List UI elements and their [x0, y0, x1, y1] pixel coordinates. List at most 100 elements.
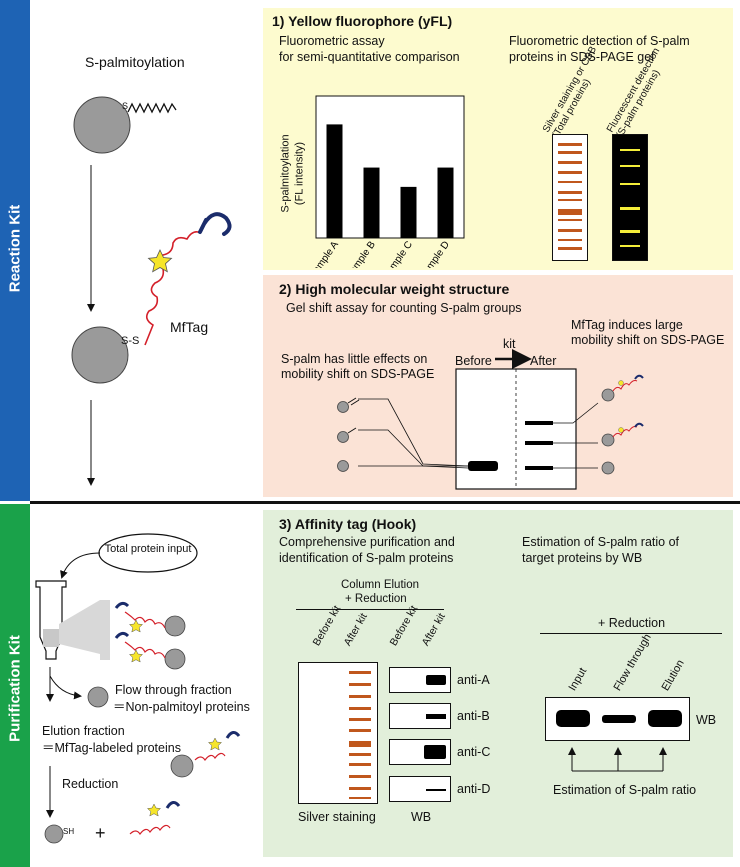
- panel3-subtitle1: Comprehensive purification and: [279, 535, 455, 549]
- ylabel-line2: (FL intensity): [293, 141, 306, 206]
- panel1-subtitle2: for semi-quantitative comparison: [279, 50, 460, 64]
- gel-band: [349, 707, 371, 710]
- hook-icon: [114, 601, 130, 609]
- gel-band: [558, 191, 582, 194]
- panel3-right-title1: Estimation of S-palm ratio of: [522, 535, 680, 549]
- mftag-label: MfTag: [170, 319, 209, 335]
- protein-circle: [87, 686, 109, 708]
- hook-icon: [198, 212, 232, 236]
- hook-icon: [634, 422, 644, 428]
- panel1-right-title2: proteins in SDS-PAGE gel: [509, 50, 654, 64]
- gel-band: [349, 763, 371, 766]
- panel1-right-title1: Fluorometric detection of S-palm: [509, 34, 690, 48]
- tick-label-sample-d: Sample D: [418, 239, 452, 268]
- right-note-line1: MfTag induces large: [571, 318, 683, 332]
- gel-band: [349, 753, 371, 756]
- panel2-subtitle: Gel shift assay for counting S-palm grou…: [286, 301, 522, 315]
- wb-label-right: WB: [696, 713, 717, 727]
- total-protein-label: Total protein input: [104, 543, 192, 555]
- reaction-kit-sidebar: Reaction Kit: [0, 0, 30, 501]
- reaction-scheme: [71, 96, 232, 486]
- reduction-label-left: Reduction: [62, 777, 119, 791]
- gel-band: [558, 143, 582, 146]
- column-elution-line1: Column Elution: [341, 579, 419, 591]
- purification-kit-sidebar: Purification Kit: [0, 504, 30, 867]
- hook-icon: [165, 801, 181, 809]
- bar-sample-b: [363, 167, 380, 238]
- antibody-a: anti-A: [457, 673, 490, 687]
- after-label: After: [530, 354, 557, 368]
- wb-strip-d: [389, 776, 451, 802]
- column-icon: [35, 580, 67, 660]
- gel-band: [558, 219, 582, 221]
- panel3-title: 3) Affinity tag (Hook): [279, 516, 417, 532]
- tick-label-sample-a: Sample A: [307, 239, 341, 268]
- wb-label-left: WB: [411, 810, 432, 824]
- gel-band: [558, 247, 582, 250]
- gel-band: [620, 230, 640, 233]
- flow-through-line2: ＝Non-palmitoyl proteins: [113, 700, 250, 714]
- fluorescent-gel: [612, 134, 648, 261]
- before-label: Before: [455, 354, 492, 368]
- elution-line1: Elution fraction: [42, 724, 125, 738]
- gel-band: [620, 149, 640, 151]
- tick-label-sample-c: Sample C: [381, 239, 415, 268]
- gel-band: [620, 165, 640, 167]
- gel-band: [558, 199, 582, 201]
- panel1-subtitle1: Fluorometric assay: [279, 34, 385, 48]
- star-icon: [128, 619, 144, 633]
- hook-icon: [114, 631, 130, 639]
- left-note-line1: S-palm has little effects on: [281, 352, 428, 366]
- bar-sample-c: [400, 186, 417, 238]
- column-elution-rule: [296, 609, 444, 610]
- star-icon: [207, 737, 223, 751]
- right-note-line2: mobility shift on SDS-PAGE: [571, 333, 725, 347]
- gel-band: [349, 787, 371, 790]
- panel1-title: 1) Yellow fluorophore (yFL): [272, 13, 453, 29]
- star-icon: [147, 249, 173, 273]
- palmitoyl-chain: [127, 102, 177, 114]
- purification-kit-label: Purification Kit: [6, 635, 24, 742]
- estimation-arrows: [568, 747, 667, 772]
- gel-band: [349, 741, 371, 747]
- gel-band: [620, 207, 640, 210]
- bar-sample-d: [437, 167, 454, 238]
- hook-icon: [634, 374, 644, 380]
- panel3-subtitle2: identification of S-palm proteins: [279, 551, 454, 565]
- antibody-d: anti-D: [457, 782, 491, 796]
- tick-label-sample-b: Sample B: [344, 239, 378, 268]
- gel-band: [558, 229, 582, 232]
- protein-circle: [44, 824, 64, 844]
- estimation-label: Estimation of S-palm ratio: [553, 783, 697, 797]
- silver-stain-gel: [552, 134, 588, 261]
- reaction-kit-label: Reaction Kit: [6, 204, 24, 293]
- section-divider: [30, 501, 740, 504]
- gel-band: [558, 209, 582, 215]
- gel-band: [620, 245, 640, 247]
- gel-band: [349, 695, 371, 698]
- wb-strip-a: [389, 667, 451, 693]
- wb-ratio-gel: [545, 697, 690, 741]
- gel-band: [349, 718, 371, 721]
- panel3-right-title2: target proteins by WB: [522, 551, 643, 565]
- gel-band: [349, 775, 371, 778]
- bar-sample-a: [326, 124, 343, 238]
- gel-band: [349, 671, 371, 674]
- column-elution-line2: + Reduction: [345, 593, 407, 605]
- s-palmitoylation-label: S-palmitoylation: [85, 54, 185, 70]
- ss-bond-label: S-S: [121, 335, 140, 347]
- protein-circle: [71, 326, 129, 384]
- reduction-label-right: + Reduction: [598, 616, 666, 630]
- reduction-rule: [540, 633, 722, 634]
- plus-sign: +: [95, 823, 106, 843]
- wb-strip-c: [389, 739, 451, 765]
- gel-band: [620, 183, 640, 185]
- gel-shift-diagram: [337, 349, 644, 490]
- elution-line2: ＝MfTag-labeled proteins: [42, 741, 181, 755]
- gel-band: [558, 151, 582, 154]
- s-atom-label: S: [122, 101, 129, 111]
- gel-band: [558, 181, 582, 183]
- protein-circle: [73, 96, 131, 154]
- wb-strip-b: [389, 703, 451, 729]
